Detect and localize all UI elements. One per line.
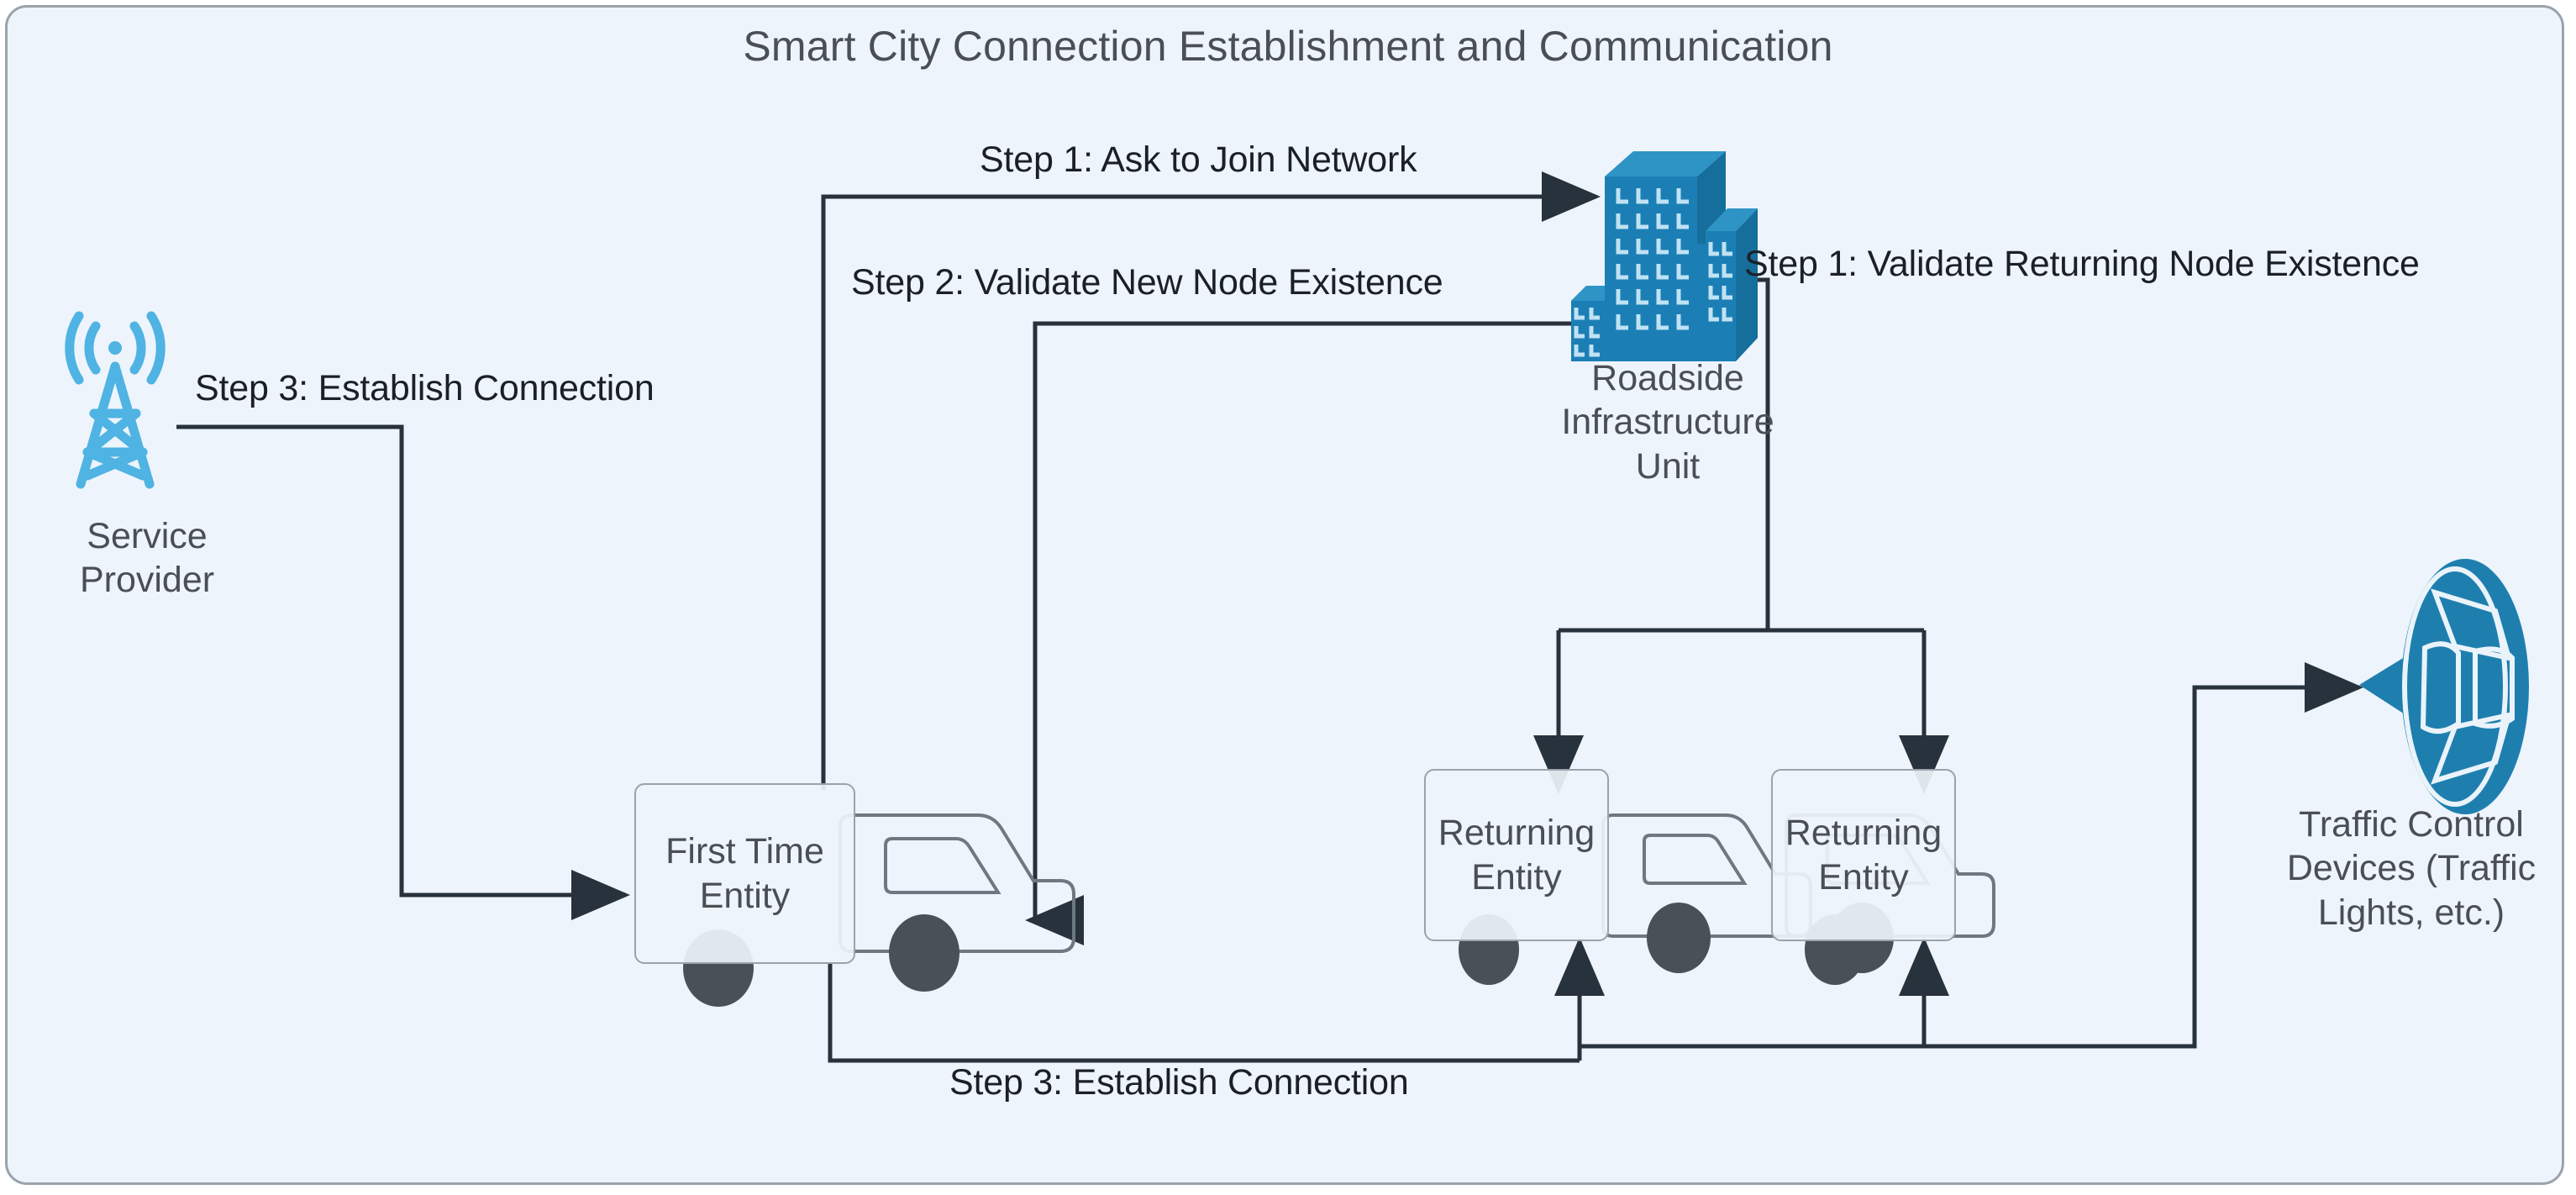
service-provider-label: Service Provider xyxy=(8,514,286,603)
rsu-label-line2: Infrastructure xyxy=(1561,402,1774,443)
connector-step3-establish-left xyxy=(176,424,630,920)
returning-entity-1-box[interactable] xyxy=(1424,769,1609,941)
connector-step1-ask-to-join xyxy=(821,171,1601,790)
city-buildings-icon xyxy=(1571,151,1758,361)
traffic-control-devices-label: Traffic Control Devices (Traffic Lights,… xyxy=(2252,803,2571,934)
connector-step1-validate-returning-node xyxy=(1533,277,1949,794)
returning-entity-1-label: Returning Entity xyxy=(1438,813,1596,898)
signal-dish-icon xyxy=(2359,559,2529,814)
truck-icon-first-time-entity xyxy=(839,813,1075,992)
first-time-entity-box[interactable] xyxy=(634,783,855,964)
roadside-infrastructure-unit-label: Roadside Infrastructure Unit xyxy=(1504,356,1832,488)
edge-label-step3-establish-bottom: Step 3: Establish Connection xyxy=(949,1062,1409,1103)
page-title: Smart City Connection Establishment and … xyxy=(743,23,1833,70)
service-provider-label-line2: Provider xyxy=(79,560,215,601)
rsu-label-line1: Roadside xyxy=(1591,358,1744,398)
edge-label-step2-validate-new-node: Step 2: Validate New Node Existence xyxy=(851,262,1443,303)
edge-label-step1-validate-returning-node: Step 1: Validate Returning Node Existenc… xyxy=(1744,244,2420,284)
service-provider-label-line1: Service xyxy=(87,516,208,556)
rsu-label-line3: Unit xyxy=(1635,445,1701,487)
diagram-canvas-frame xyxy=(5,5,2564,1185)
edge-label-step3-establish-left: Step 3: Establish Connection xyxy=(195,368,655,408)
returning-entity-2-box[interactable] xyxy=(1771,769,1956,941)
connector-step3-establish-bottom xyxy=(828,662,2363,1063)
first-time-entity-label: First Time Entity xyxy=(665,831,824,916)
returning-entity-2-label: Returning Entity xyxy=(1785,813,1943,898)
cell-tower-icon xyxy=(65,311,166,489)
connector-step2-validate-new-node xyxy=(1025,321,1628,945)
edge-label-step1-ask-to-join: Step 1: Ask to Join Network xyxy=(980,140,1417,180)
traffic-label-line1: Traffic Control xyxy=(2299,804,2524,845)
traffic-label-line3: Lights, etc.) xyxy=(2317,892,2505,933)
traffic-label-line2: Devices (Traffic xyxy=(2286,848,2537,889)
